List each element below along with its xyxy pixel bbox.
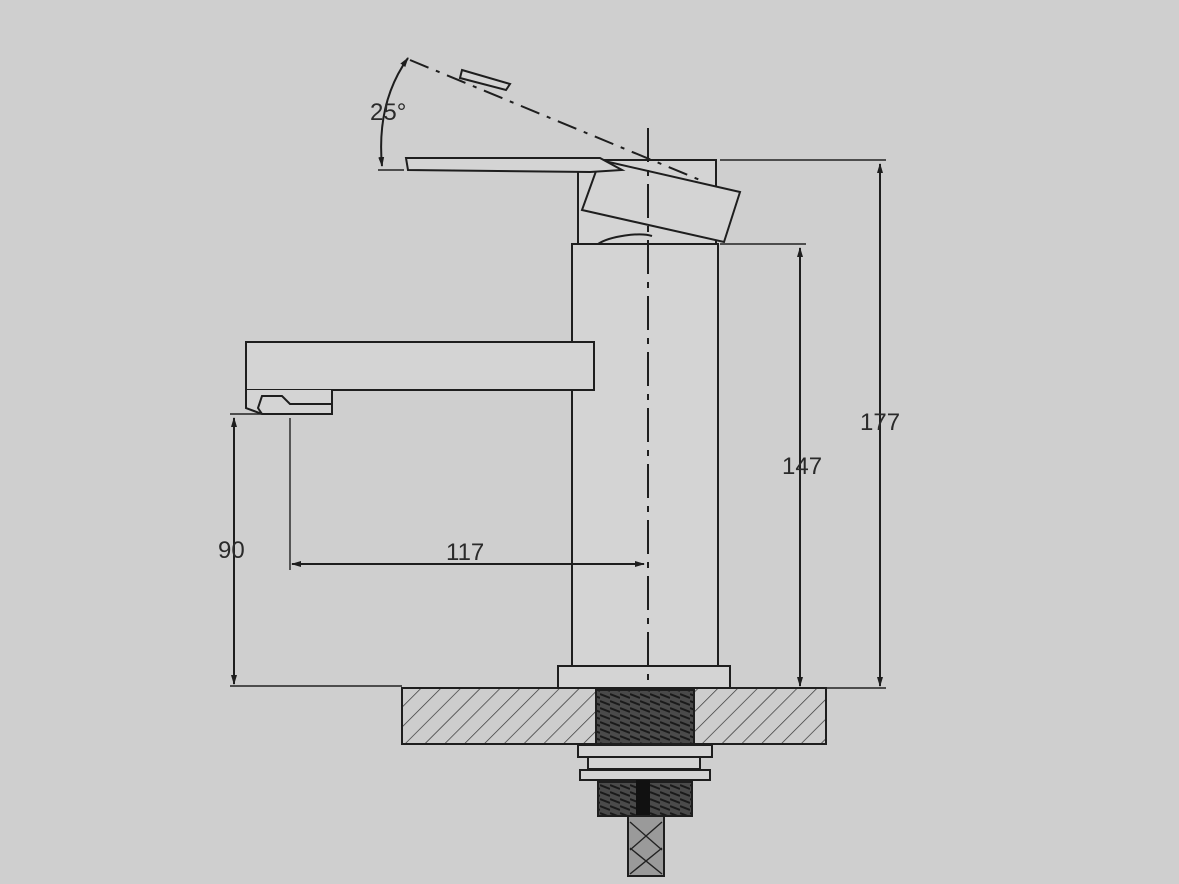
lever-open-position [409, 59, 701, 181]
cartridge-head [577, 158, 742, 245]
angle-dimension: 25° [370, 57, 409, 171]
overall-height-dimension: 177 [720, 159, 900, 689]
spout-height-dimension: 90 [218, 413, 402, 687]
faucet-body [571, 243, 719, 667]
spout-height-label: 90 [218, 537, 245, 564]
base-flange [557, 665, 731, 689]
body-height-label: 147 [782, 453, 822, 480]
angle-label: 25° [370, 99, 406, 126]
overall-height-label: 177 [860, 409, 900, 436]
lever-handle [404, 157, 626, 174]
spout [245, 341, 595, 415]
body-height-dimension: 147 [720, 243, 822, 687]
spout-reach-label: 117 [446, 539, 484, 566]
threaded-shank [577, 689, 713, 877]
spout-reach-dimension: 117 [289, 418, 645, 570]
